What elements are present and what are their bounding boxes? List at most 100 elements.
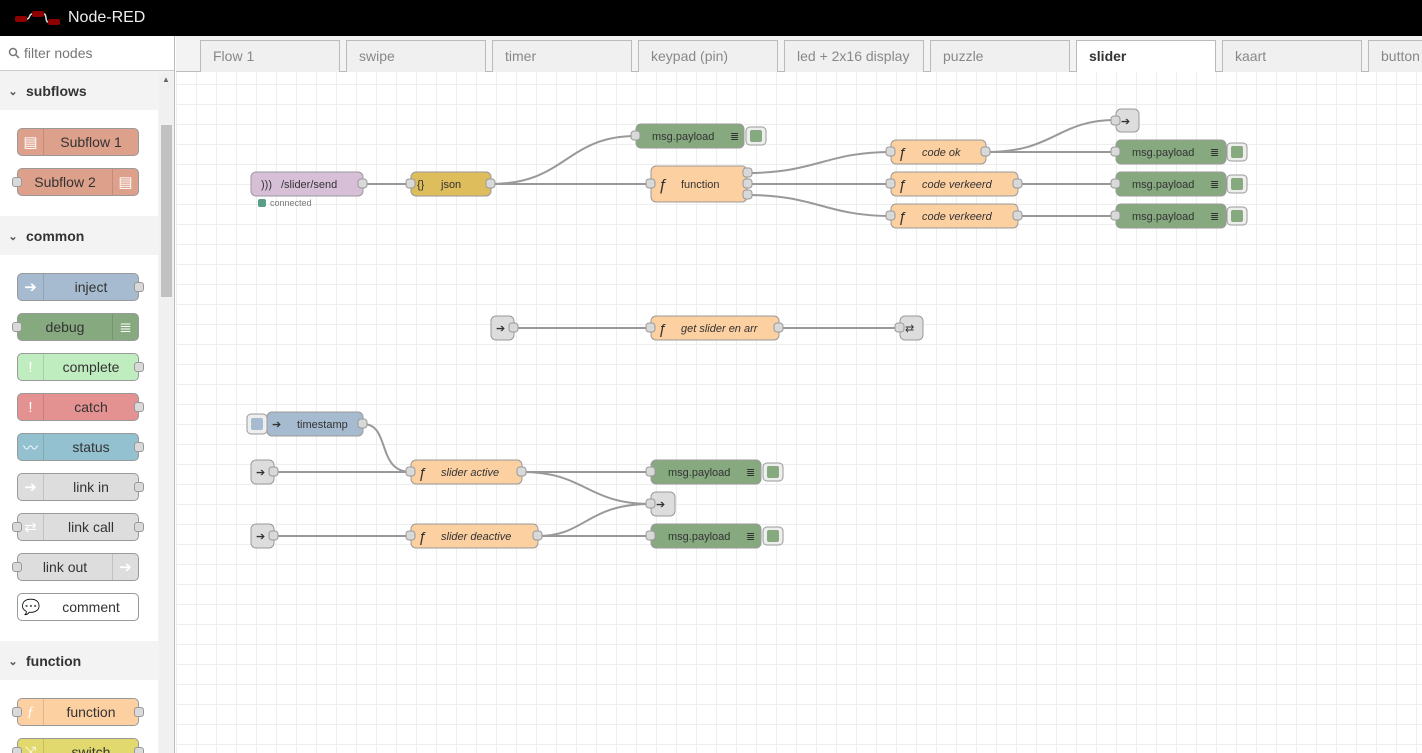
tab-kaart[interactable]: kaart bbox=[1222, 40, 1362, 72]
input-port[interactable] bbox=[1110, 115, 1121, 126]
input-port[interactable] bbox=[645, 178, 656, 189]
link-in-node-lower-1[interactable]: ➔ bbox=[250, 459, 279, 485]
palette-scrollbar[interactable]: ▲ bbox=[159, 73, 173, 753]
input-port[interactable] bbox=[645, 530, 656, 541]
slider-deactive-node[interactable]: ƒ slider deactive bbox=[405, 523, 543, 549]
input-port bbox=[12, 562, 22, 572]
node-red-logo-icon bbox=[15, 11, 60, 25]
flow-canvas[interactable]: ))) /slider/send connected {} json msg.p… bbox=[176, 72, 1422, 753]
palette-scroll-thumb[interactable] bbox=[161, 125, 172, 297]
mqtt-in-node[interactable]: ))) /slider/send connected bbox=[250, 171, 368, 208]
tab-flow-1[interactable]: Flow 1 bbox=[200, 40, 340, 72]
svg-text:msg.payload: msg.payload bbox=[652, 131, 714, 143]
debug-node-deactive[interactable]: msg.payload ≣ bbox=[645, 523, 784, 549]
output-port[interactable] bbox=[516, 466, 527, 477]
palette-node-switch[interactable]: ⤨ switch bbox=[12, 738, 144, 753]
input-port[interactable] bbox=[645, 498, 656, 509]
palette-node-link-in[interactable]: ➔ link in bbox=[17, 473, 144, 501]
link-out-node-middle[interactable]: ⇄ bbox=[894, 315, 924, 341]
palette-filter[interactable] bbox=[0, 36, 174, 71]
flow-workspace[interactable]: ))) /slider/send connected {} json msg.p… bbox=[176, 72, 1422, 753]
palette-node-comment[interactable]: 💬 comment bbox=[17, 593, 139, 621]
slider-active-node[interactable]: ƒ slider active bbox=[405, 459, 527, 485]
wires bbox=[274, 119, 1117, 537]
palette-node-link-call[interactable]: ⇄ link call bbox=[12, 513, 144, 541]
link-out-node-top[interactable]: ➔ bbox=[1110, 108, 1140, 133]
input-port[interactable] bbox=[405, 530, 416, 541]
input-port[interactable] bbox=[630, 130, 641, 141]
function-icon: ƒ bbox=[898, 209, 906, 226]
tab-keypad[interactable]: keypad (pin) bbox=[638, 40, 778, 72]
filter-nodes-input[interactable] bbox=[24, 45, 164, 61]
palette-node-link-out[interactable]: link out ➔ bbox=[12, 553, 139, 581]
debug-node-top[interactable]: msg.payload ≣ bbox=[630, 123, 767, 149]
tab-button[interactable]: button bbox=[1368, 40, 1422, 72]
output-port[interactable] bbox=[532, 530, 543, 541]
input-port[interactable] bbox=[1110, 146, 1121, 157]
tab-slider[interactable]: slider bbox=[1076, 40, 1216, 73]
chevron-down-icon: ⌄ bbox=[8, 655, 18, 668]
input-port bbox=[12, 322, 22, 332]
output-port-3[interactable] bbox=[742, 189, 753, 200]
input-port[interactable] bbox=[894, 322, 905, 333]
input-port[interactable] bbox=[1110, 210, 1121, 221]
function-node[interactable]: ƒ function bbox=[645, 165, 753, 203]
link-in-node-lower-2[interactable]: ➔ bbox=[250, 523, 279, 549]
code-ok-node[interactable]: ƒ code ok bbox=[885, 139, 991, 165]
debug-node-wrong-1[interactable]: msg.payload ≣ bbox=[1110, 171, 1248, 197]
output-port[interactable] bbox=[357, 178, 368, 189]
output-port[interactable] bbox=[268, 530, 279, 541]
output-port[interactable] bbox=[1012, 178, 1023, 189]
workspace-tabs: Flow 1 swipe timer keypad (pin) led + 2x… bbox=[176, 36, 1422, 73]
input-port[interactable] bbox=[645, 466, 656, 477]
tab-puzzle[interactable]: puzzle bbox=[930, 40, 1070, 72]
input-port[interactable] bbox=[645, 322, 656, 333]
input-port[interactable] bbox=[405, 466, 416, 477]
debug-node-active[interactable]: msg.payload ≣ bbox=[645, 459, 784, 485]
link-in-node-middle[interactable]: ➔ bbox=[490, 315, 519, 341]
search-icon bbox=[8, 47, 20, 59]
palette-node-status[interactable]: 〰 status bbox=[17, 433, 144, 461]
debug-node-ok[interactable]: msg.payload ≣ bbox=[1110, 139, 1248, 165]
output-port[interactable] bbox=[1012, 210, 1023, 221]
link-out-node-lower[interactable]: ➔ bbox=[645, 491, 676, 517]
debug-list-icon: ≣ bbox=[112, 314, 138, 340]
tab-led-display[interactable]: led + 2x16 display bbox=[784, 40, 924, 72]
output-port[interactable] bbox=[980, 146, 991, 157]
tab-timer[interactable]: timer bbox=[492, 40, 632, 72]
get-slider-node[interactable]: ƒ get slider en arr bbox=[645, 315, 784, 341]
palette-node-catch[interactable]: ! catch bbox=[17, 393, 144, 421]
palette-node-subflow-2[interactable]: Subflow 2 ▤ bbox=[12, 168, 139, 196]
code-verkeerd-node-2[interactable]: ƒ code verkeerd bbox=[885, 203, 1023, 229]
comment-icon: 💬 bbox=[21, 599, 41, 616]
input-port[interactable] bbox=[405, 178, 416, 189]
input-port[interactable] bbox=[885, 178, 896, 189]
category-subflows[interactable]: ⌄ subflows bbox=[0, 72, 158, 110]
tab-swipe[interactable]: swipe bbox=[346, 40, 486, 72]
palette-node-subflow-1[interactable]: ▤ Subflow 1 bbox=[17, 128, 139, 156]
link-in-icon: ➔ bbox=[18, 474, 44, 500]
output-port[interactable] bbox=[357, 418, 368, 429]
output-port-1[interactable] bbox=[742, 167, 753, 178]
input-port[interactable] bbox=[885, 210, 896, 221]
code-verkeerd-node-1[interactable]: ƒ code verkeerd bbox=[885, 171, 1023, 197]
input-port[interactable] bbox=[1110, 178, 1121, 189]
svg-text:json: json bbox=[440, 179, 461, 191]
input-port bbox=[12, 522, 22, 532]
output-port[interactable] bbox=[485, 178, 496, 189]
category-function[interactable]: ⌄ function bbox=[0, 642, 158, 680]
output-port[interactable] bbox=[773, 322, 784, 333]
category-common[interactable]: ⌄ common bbox=[0, 217, 158, 255]
debug-node-wrong-2[interactable]: msg.payload ≣ bbox=[1110, 203, 1248, 229]
scroll-up-arrow-icon[interactable]: ▲ bbox=[162, 75, 170, 84]
palette-node-function[interactable]: ƒ function bbox=[12, 698, 144, 726]
output-port-2[interactable] bbox=[742, 178, 753, 189]
input-port[interactable] bbox=[885, 146, 896, 157]
output-port[interactable] bbox=[508, 322, 519, 333]
palette-node-complete[interactable]: ! complete bbox=[17, 353, 144, 381]
palette-node-debug[interactable]: debug ≣ bbox=[12, 313, 139, 341]
json-node[interactable]: {} json bbox=[405, 171, 496, 197]
timestamp-inject-node[interactable]: ➔ timestamp bbox=[246, 411, 368, 437]
palette-node-inject[interactable]: ➔ inject bbox=[17, 273, 144, 301]
output-port[interactable] bbox=[268, 466, 279, 477]
